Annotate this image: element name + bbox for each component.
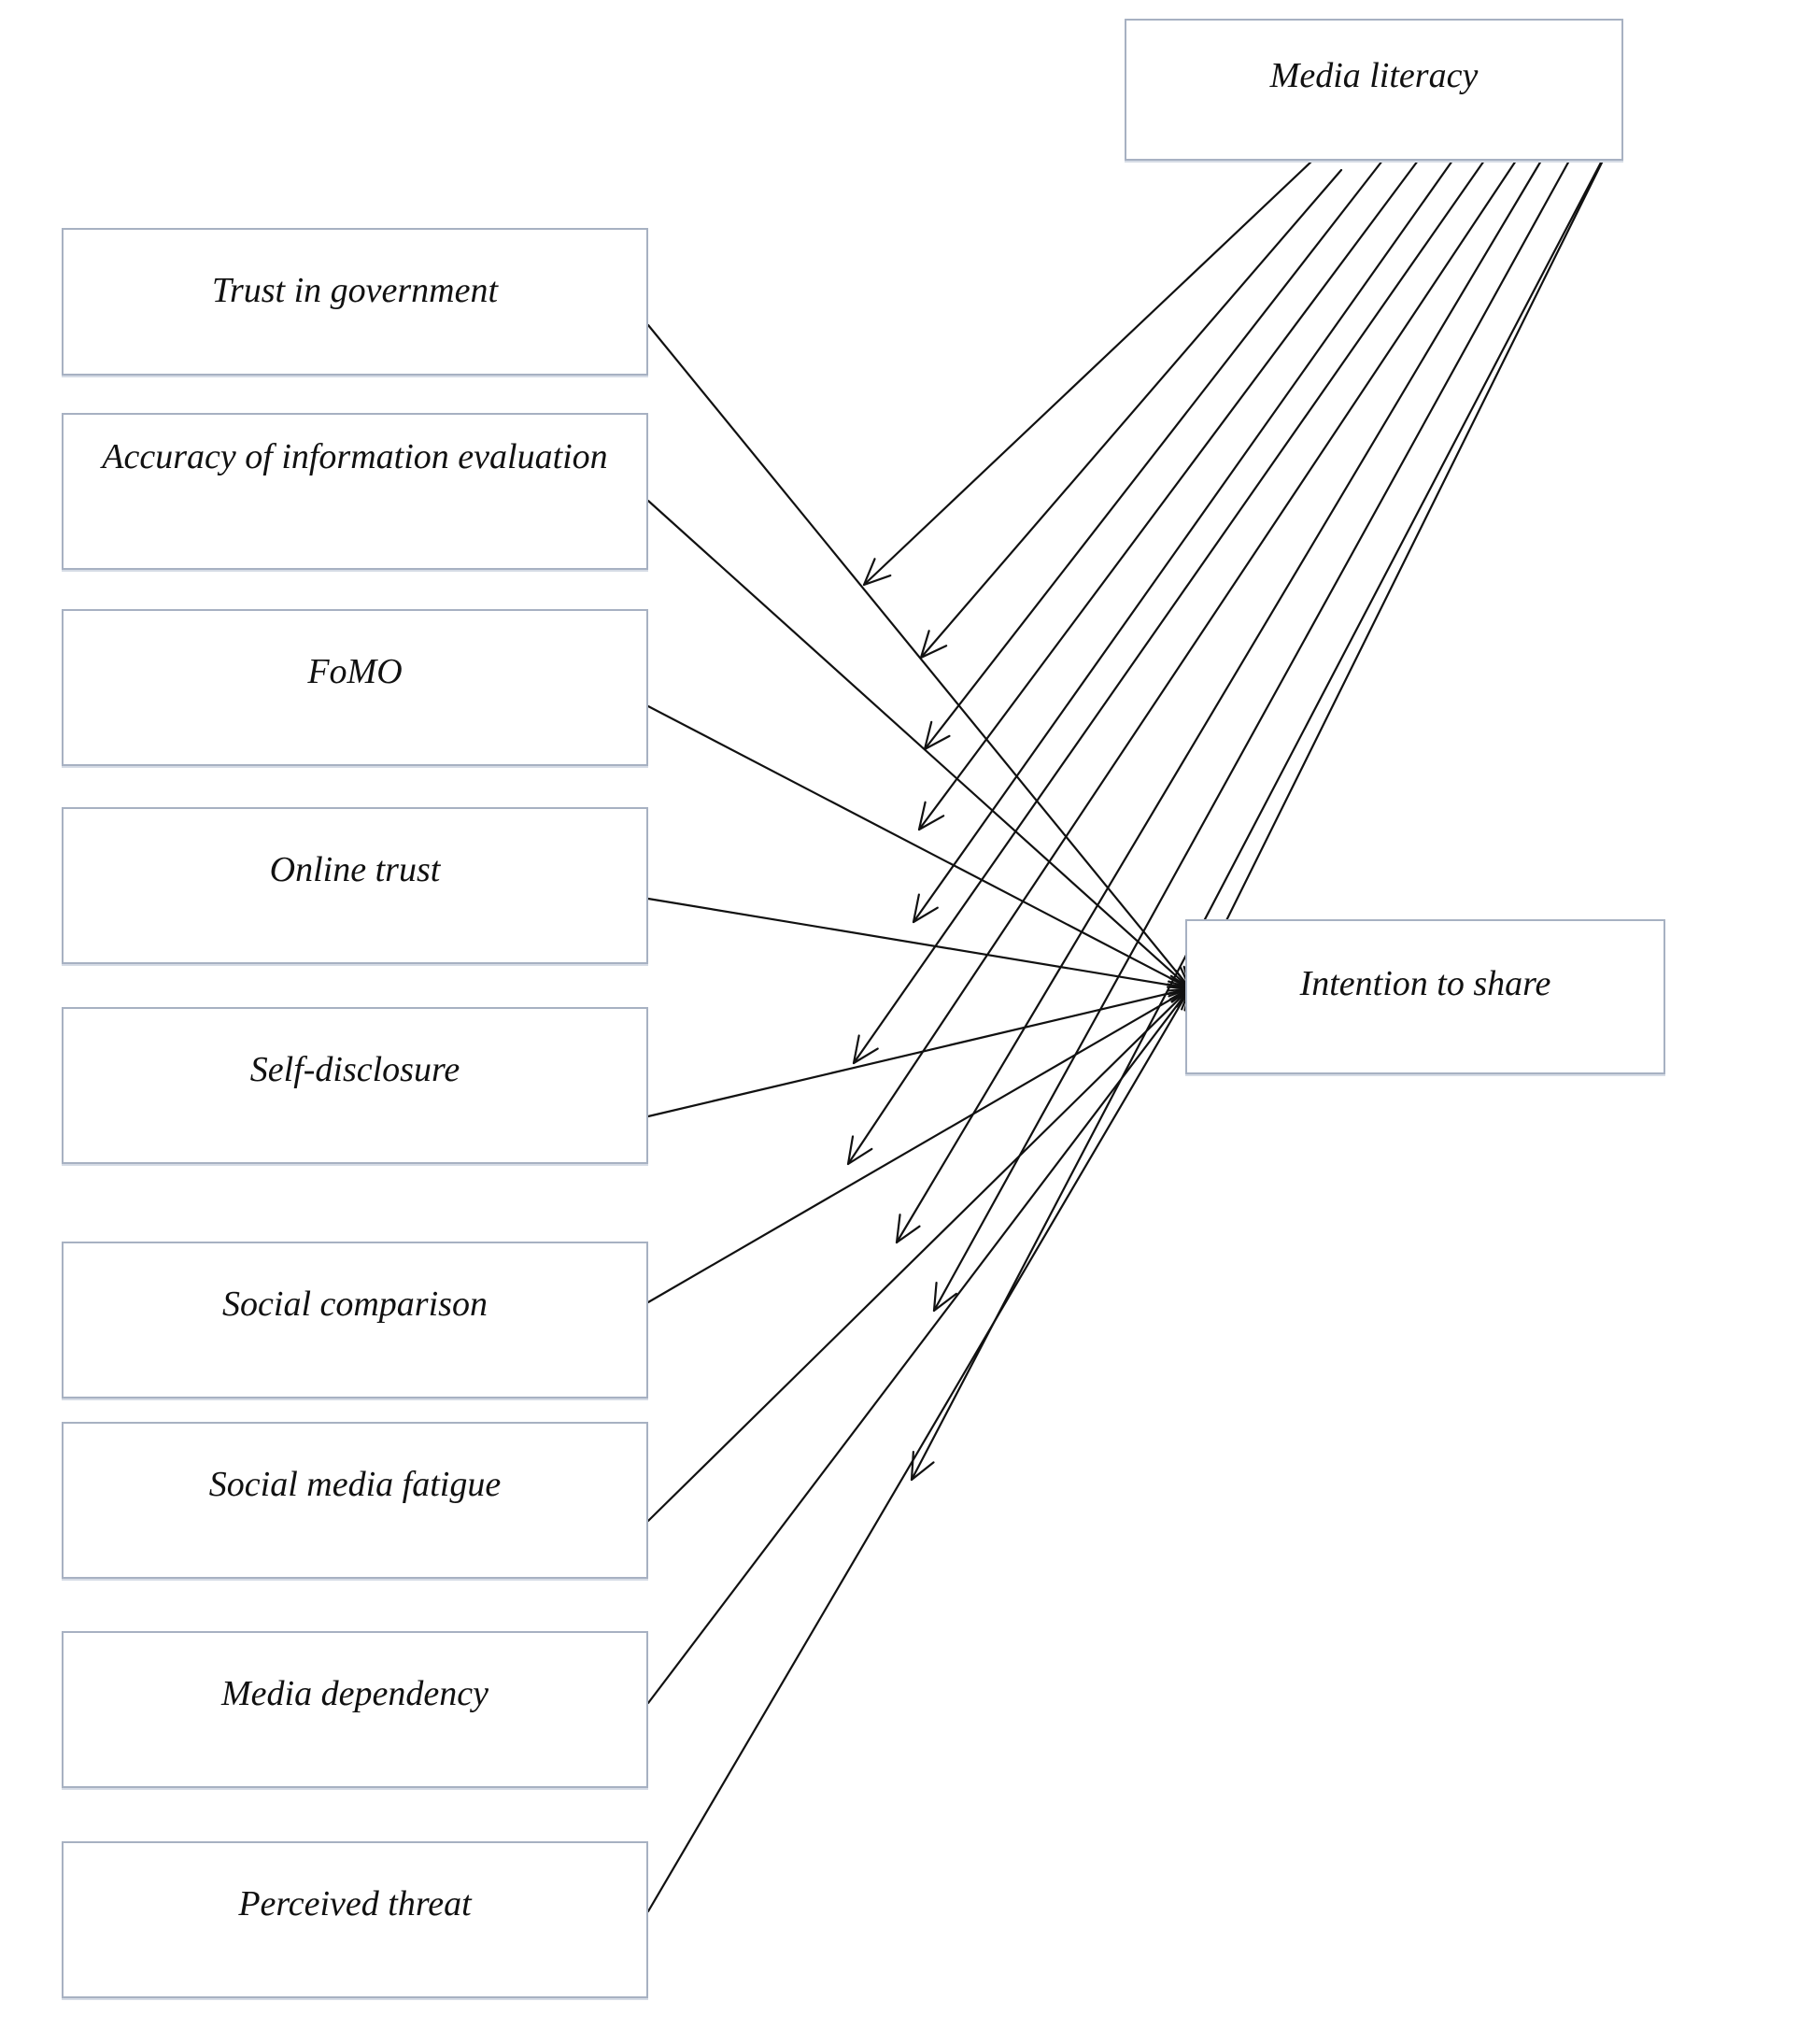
predictor-label-social-media-fatigue: Social media fatigue [208, 1465, 502, 1504]
predictor-box-social-comparison: Social comparison [62, 1242, 648, 1398]
predictor-arrow-line-6 [646, 987, 1192, 1304]
moderator-arrow-line-10 [910, 159, 1604, 1482]
predictor-arrow-line-3 [646, 704, 1192, 990]
moderator-arrow-line-2 [919, 168, 1343, 660]
moderator-arrow-line-3 [923, 159, 1384, 751]
moderator-arrowhead-1 [862, 558, 892, 587]
moderator-arrow-line-4 [917, 159, 1420, 831]
predictor-box-fomo: FoMO [62, 609, 648, 766]
predictor-arrow-line-9 [646, 987, 1192, 1913]
predictor-label-online-trust: Online trust [269, 850, 441, 889]
moderator-arrow-line-9 [932, 159, 1571, 1313]
predictor-box-accuracy-of-information-evaluation: Accuracy of information evaluation [62, 413, 648, 570]
predictor-label-perceived-threat: Perceived threat [238, 1884, 472, 1923]
moderator-arrow-line-5 [912, 159, 1454, 924]
moderator-arrow-line-8 [895, 159, 1543, 1244]
predictor-arrow-line-2 [646, 499, 1192, 990]
predictor-label-social-comparison: Social comparison [222, 1285, 488, 1324]
moderator-arrowhead-8 [895, 1214, 921, 1244]
predictor-arrow-line-1 [646, 323, 1192, 990]
predictor-arrow-line-4 [646, 897, 1192, 990]
moderator-box-media-literacy: Media literacy [1125, 19, 1623, 161]
predictor-label-media-dependency: Media dependency [221, 1674, 488, 1713]
predictor-box-perceived-threat: Perceived threat [62, 1841, 648, 1998]
predictor-box-trust-in-government: Trust in government [62, 228, 648, 376]
predictor-box-self-disclosure: Self-disclosure [62, 1007, 648, 1164]
predictor-box-social-media-fatigue: Social media fatigue [62, 1422, 648, 1579]
moderator-arrow-line-6 [852, 159, 1486, 1065]
moderator-arrowhead-7 [846, 1135, 873, 1166]
moderator-arrow-line-1 [862, 159, 1314, 587]
predictor-label-fomo: FoMO [307, 652, 403, 691]
outcome-box-intention-to-share: Intention to share [1185, 919, 1665, 1074]
moderator-arrowhead-2 [919, 630, 948, 660]
moderator-arrowhead-9 [932, 1282, 958, 1313]
predictor-box-media-dependency: Media dependency [62, 1631, 648, 1788]
predictor-label-accuracy-of-information-evaluation: Accuracy of information evaluation [102, 437, 608, 476]
predictor-arrow-line-7 [646, 987, 1192, 1523]
outcome-label: Intention to share [1299, 964, 1551, 1003]
moderator-arrow-line-7 [846, 159, 1518, 1166]
moderator-label: Media literacy [1269, 56, 1479, 95]
moderator-arrowhead-3 [923, 720, 951, 751]
moderator-arrowhead-5 [912, 893, 939, 924]
predictor-arrow-line-8 [646, 987, 1192, 1705]
predictor-label-self-disclosure: Self-disclosure [249, 1050, 460, 1089]
predictor-box-online-trust: Online trust [62, 807, 648, 964]
moderator-to-outcome-line [1194, 159, 1605, 985]
predictor-label-trust-in-government: Trust in government [211, 271, 499, 310]
moderator-arrowhead-6 [852, 1034, 879, 1065]
moderator-arrowhead-4 [917, 801, 945, 831]
moderator-arrowhead-10 [910, 1450, 935, 1482]
